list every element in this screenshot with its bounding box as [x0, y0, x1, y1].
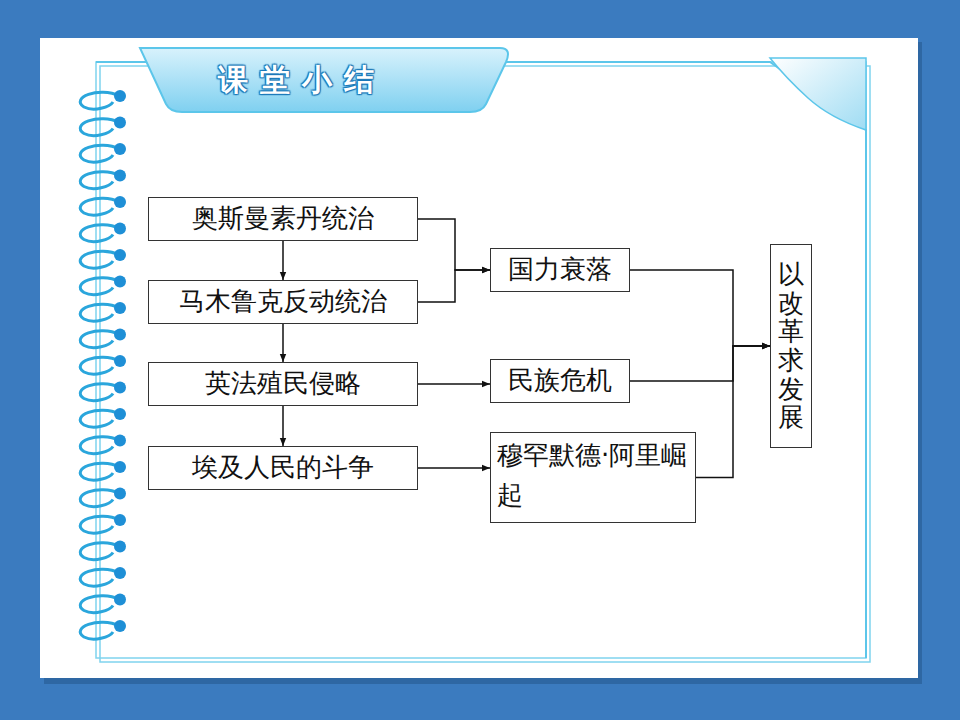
flow-arrow	[282, 241, 284, 280]
flow-arrow	[418, 270, 490, 302]
node-text: 国力衰落	[508, 253, 612, 287]
spiral-ring	[80, 172, 120, 189]
spiral-hole	[114, 117, 126, 129]
flow-arrow	[418, 467, 490, 469]
spiral-ring	[80, 622, 120, 639]
spiral-ring	[80, 304, 120, 321]
spiral-ring	[80, 543, 120, 560]
process-box: 奥斯曼素丹统治	[148, 197, 418, 241]
process-box: 马木鲁克反动统治	[148, 280, 418, 324]
title-tab	[140, 48, 508, 112]
spiral-hole	[114, 567, 126, 579]
node-text: 奥斯曼素丹统治	[192, 202, 374, 236]
page-edge	[100, 66, 870, 662]
node-text: 埃及人民的斗争	[192, 451, 374, 485]
spiral-ring	[80, 357, 120, 374]
node-text: 穆罕默德·阿里崛起	[497, 435, 689, 516]
process-box: 埃及人民的斗争	[148, 446, 418, 490]
spiral-hole	[114, 541, 126, 553]
node-text: 民族危机	[508, 364, 612, 398]
spiral-hole	[114, 329, 126, 341]
spiral-ring	[80, 145, 120, 162]
flow-arrow	[282, 406, 284, 446]
spiral-hole	[114, 382, 126, 394]
spiral-hole	[114, 594, 126, 606]
spiral-hole	[114, 620, 126, 632]
spiral-ring	[80, 463, 120, 480]
page-edge	[96, 62, 866, 658]
spiral-ring	[80, 251, 120, 268]
spiral-ring	[80, 384, 120, 401]
process-box: 穆罕默德·阿里崛起	[490, 432, 696, 523]
spiral-hole	[114, 514, 126, 526]
spiral-ring	[80, 225, 120, 242]
spiral-binding	[80, 90, 126, 639]
title-text: 课堂小结	[218, 60, 386, 101]
spiral-hole	[114, 488, 126, 500]
spiral-hole	[114, 170, 126, 182]
page-border	[96, 62, 866, 658]
spiral-hole	[114, 435, 126, 447]
spiral-hole	[114, 276, 126, 288]
spiral-hole	[114, 223, 126, 235]
flow-arrow	[418, 383, 490, 385]
process-box: 英法殖民侵略	[148, 362, 418, 406]
spiral-ring	[80, 596, 120, 613]
flow-arrow	[418, 219, 490, 270]
spiral-hole	[114, 408, 126, 420]
node-text: 以改革求发展	[778, 260, 804, 432]
spiral-ring	[80, 490, 120, 507]
flow-arrow	[282, 324, 284, 362]
result-box: 以改革求发展	[770, 244, 812, 448]
spiral-hole	[114, 302, 126, 314]
flow-arrow	[696, 346, 770, 478]
spiral-ring	[80, 516, 120, 533]
spiral-hole	[114, 143, 126, 155]
spiral-ring	[80, 437, 120, 454]
process-box: 民族危机	[490, 359, 630, 403]
spiral-ring	[80, 119, 120, 136]
process-box: 国力衰落	[490, 248, 630, 292]
spiral-ring	[80, 198, 120, 215]
spiral-ring	[80, 569, 120, 586]
spiral-hole	[114, 461, 126, 473]
spiral-ring	[80, 410, 120, 427]
spiral-ring	[80, 331, 120, 348]
spiral-hole	[114, 249, 126, 261]
node-text: 英法殖民侵略	[205, 367, 361, 401]
page-sheet	[40, 38, 918, 678]
spiral-hole	[114, 90, 126, 102]
spiral-ring	[80, 278, 120, 295]
node-text: 马木鲁克反动统治	[179, 285, 387, 319]
page-curl	[770, 58, 866, 130]
flow-arrow	[630, 346, 770, 381]
spiral-hole	[114, 196, 126, 208]
spiral-hole	[114, 355, 126, 367]
flow-arrow	[630, 270, 770, 346]
spiral-ring	[80, 92, 120, 109]
